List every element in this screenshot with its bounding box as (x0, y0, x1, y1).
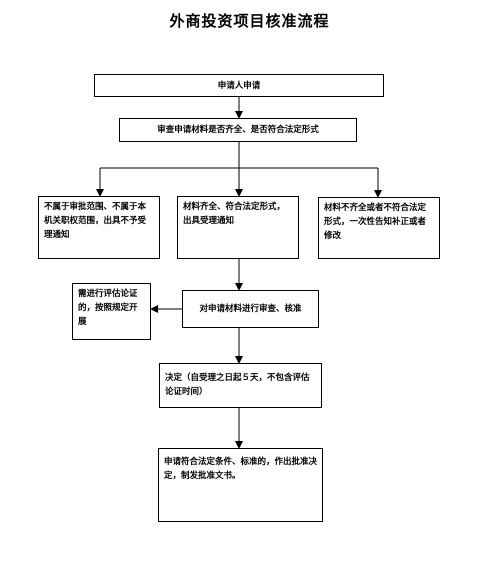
step-approve-text: 申请符合法定条件、标准的，作出批准决定，制发批准文书。 (164, 457, 318, 481)
step-supplement: 材料不齐全或者不符合法定形式，一次性告知补正或者修改 (318, 197, 440, 259)
step-review-materials-text: 审查申请材料是否齐全、是否符合法定形式 (157, 125, 319, 135)
step-review-materials: 审查申请材料是否齐全、是否符合法定形式 (119, 118, 357, 142)
step-examine-text: 对申请材料进行审查、核准 (199, 304, 302, 314)
step-decision-text: 决定（自受理之日起５天，不包含评估论证时间） (165, 373, 310, 397)
step-apply-text: 申请人申请 (217, 80, 261, 91)
step-approve: 申请符合法定条件、标准的，作出批准决定，制发批准文书。 (158, 448, 323, 522)
step-accept: 材料齐全、符合法定形式，出具受理通知 (177, 196, 299, 259)
step-evaluate-text: 需进行评估论证的，按照规定开展 (78, 289, 138, 327)
page-title: 外商投资项目核准流程 (169, 12, 330, 30)
step-evaluate: 需进行评估论证的，按照规定开展 (72, 283, 151, 340)
step-apply: 申请人申请 (94, 74, 384, 97)
step-accept-text: 材料齐全、符合法定形式，出具受理通知 (183, 202, 286, 226)
step-supplement-text: 材料不齐全或者不符合法定形式，一次性告知补正或者修改 (324, 203, 427, 241)
step-decision: 决定（自受理之日起５天，不包含评估论证时间） (159, 363, 322, 408)
step-reject-text: 不属于审批范围、不属于本机关职权范围，出具不予受理通知 (44, 202, 147, 240)
step-examine: 对申请材料进行审查、核准 (182, 290, 319, 328)
step-reject: 不属于审批范围、不属于本机关职权范围，出具不予受理通知 (38, 196, 160, 259)
